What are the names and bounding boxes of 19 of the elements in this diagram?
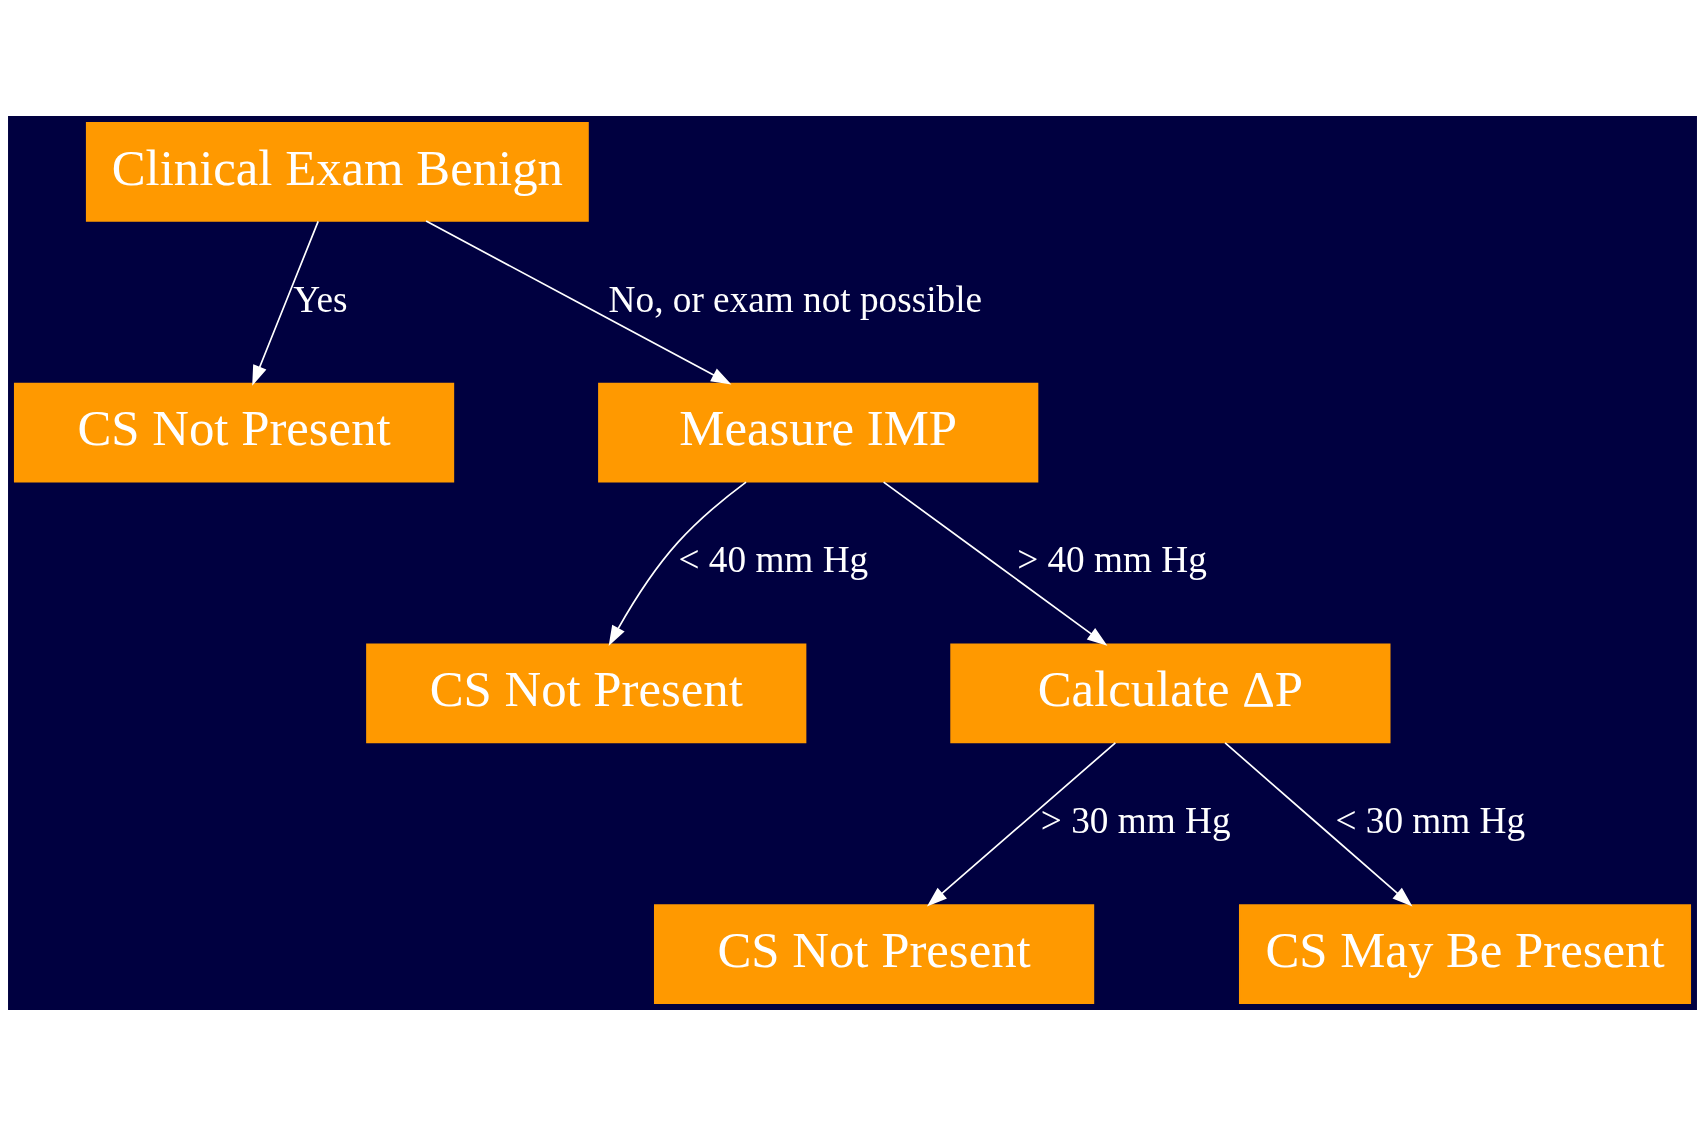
node-box: CS May Be Present bbox=[1238, 903, 1692, 1004]
arrow bbox=[1224, 741, 1413, 907]
node-box: Measure IMP bbox=[598, 382, 1039, 483]
node-box: Clinical Exam Benign bbox=[85, 121, 589, 222]
edge-label: > 40 mm Hg bbox=[1017, 538, 1207, 580]
edge-label: Yes bbox=[293, 278, 348, 320]
node-box: CS Not Present bbox=[13, 382, 455, 483]
arrow bbox=[882, 480, 1108, 646]
arrow bbox=[252, 220, 319, 386]
edge-label: < 40 mm Hg bbox=[678, 538, 869, 580]
edge-label: > 30 mm Hg bbox=[1040, 799, 1231, 841]
node-box: CS Not Present bbox=[366, 642, 807, 743]
edge-label: No, or exam not possible bbox=[608, 278, 983, 320]
node-box: Calculate ΔP bbox=[950, 642, 1391, 743]
arrow bbox=[425, 219, 732, 384]
arrow bbox=[926, 741, 1117, 907]
arrow bbox=[608, 480, 747, 646]
edge-label: < 30 mm Hg bbox=[1335, 799, 1526, 841]
node-box: CS Not Present bbox=[653, 903, 1095, 1004]
